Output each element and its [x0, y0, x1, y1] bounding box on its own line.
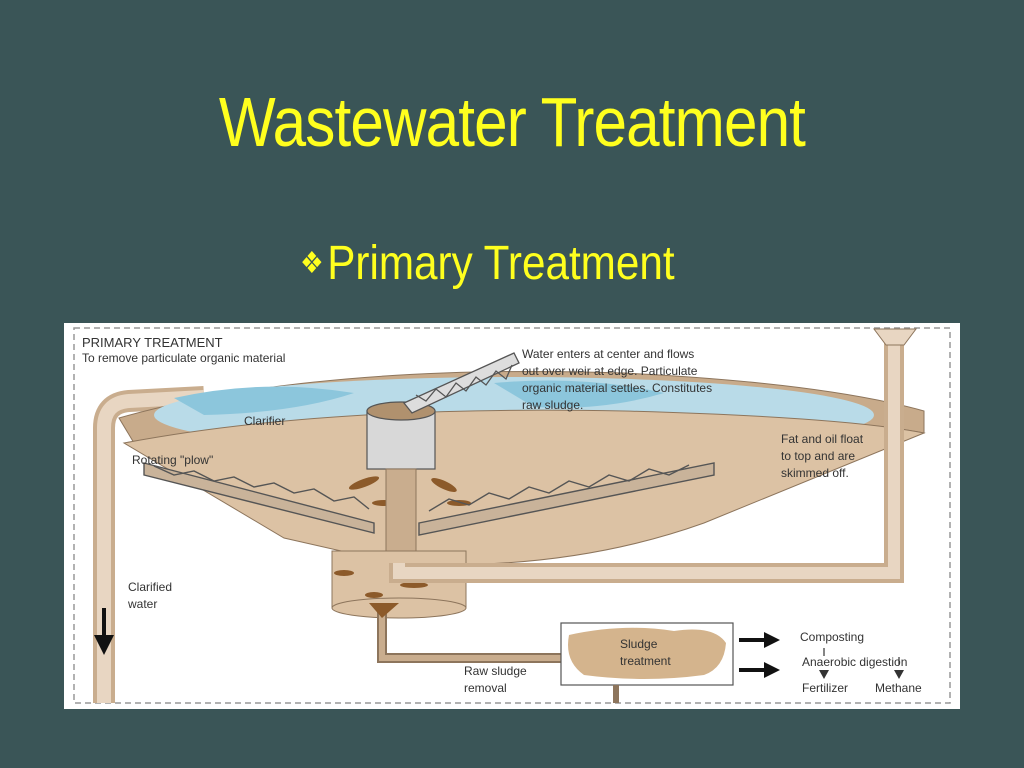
raw-sludge-label: Raw sludge removal: [464, 664, 527, 695]
clarifier-label: Clarifier: [244, 414, 286, 428]
dashed-frame: [73, 327, 951, 704]
clarified-water-label: Clarified water: [128, 580, 173, 611]
bullet-primary-treatment: ❖Primary Treatment: [300, 236, 675, 291]
composting-label: Composting: [800, 630, 865, 644]
diagram-header: PRIMARY TREATMENT: [82, 335, 223, 350]
methane-label: Methane: [875, 681, 922, 695]
sludge-treatment-label: Sludge treatment: [620, 637, 671, 668]
fertilizer-label: Fertilizer: [802, 681, 849, 695]
output-arrows: [739, 632, 780, 678]
bullet-label: Primary Treatment: [327, 237, 675, 290]
diagram-subheader: To remove particulate organic material: [82, 351, 286, 365]
inlet-column: [366, 410, 436, 470]
inlet-walkway: [402, 352, 520, 414]
right-arrow-icon: [764, 632, 780, 648]
rotating-plow: [143, 462, 715, 536]
fat-note: Fat and oil float to top and are skimmed…: [781, 432, 864, 480]
anaerobic-digestion-label: Anaerobic digestion: [802, 655, 908, 669]
slide-title: Wastewater Treatment: [218, 83, 806, 161]
digestion-arrows: [819, 648, 904, 679]
plow-label: Rotating "plow": [132, 453, 214, 467]
primary-treatment-diagram: PRIMARY TREATMENT To remove particulate …: [64, 323, 960, 709]
tank-body: [122, 409, 926, 566]
diagram-drawing: [73, 327, 951, 704]
down-arrow-icon: [94, 635, 114, 655]
water-note: Water enters at center and flows out ove…: [522, 347, 713, 412]
diamond-bullet-icon: ❖: [300, 247, 324, 280]
